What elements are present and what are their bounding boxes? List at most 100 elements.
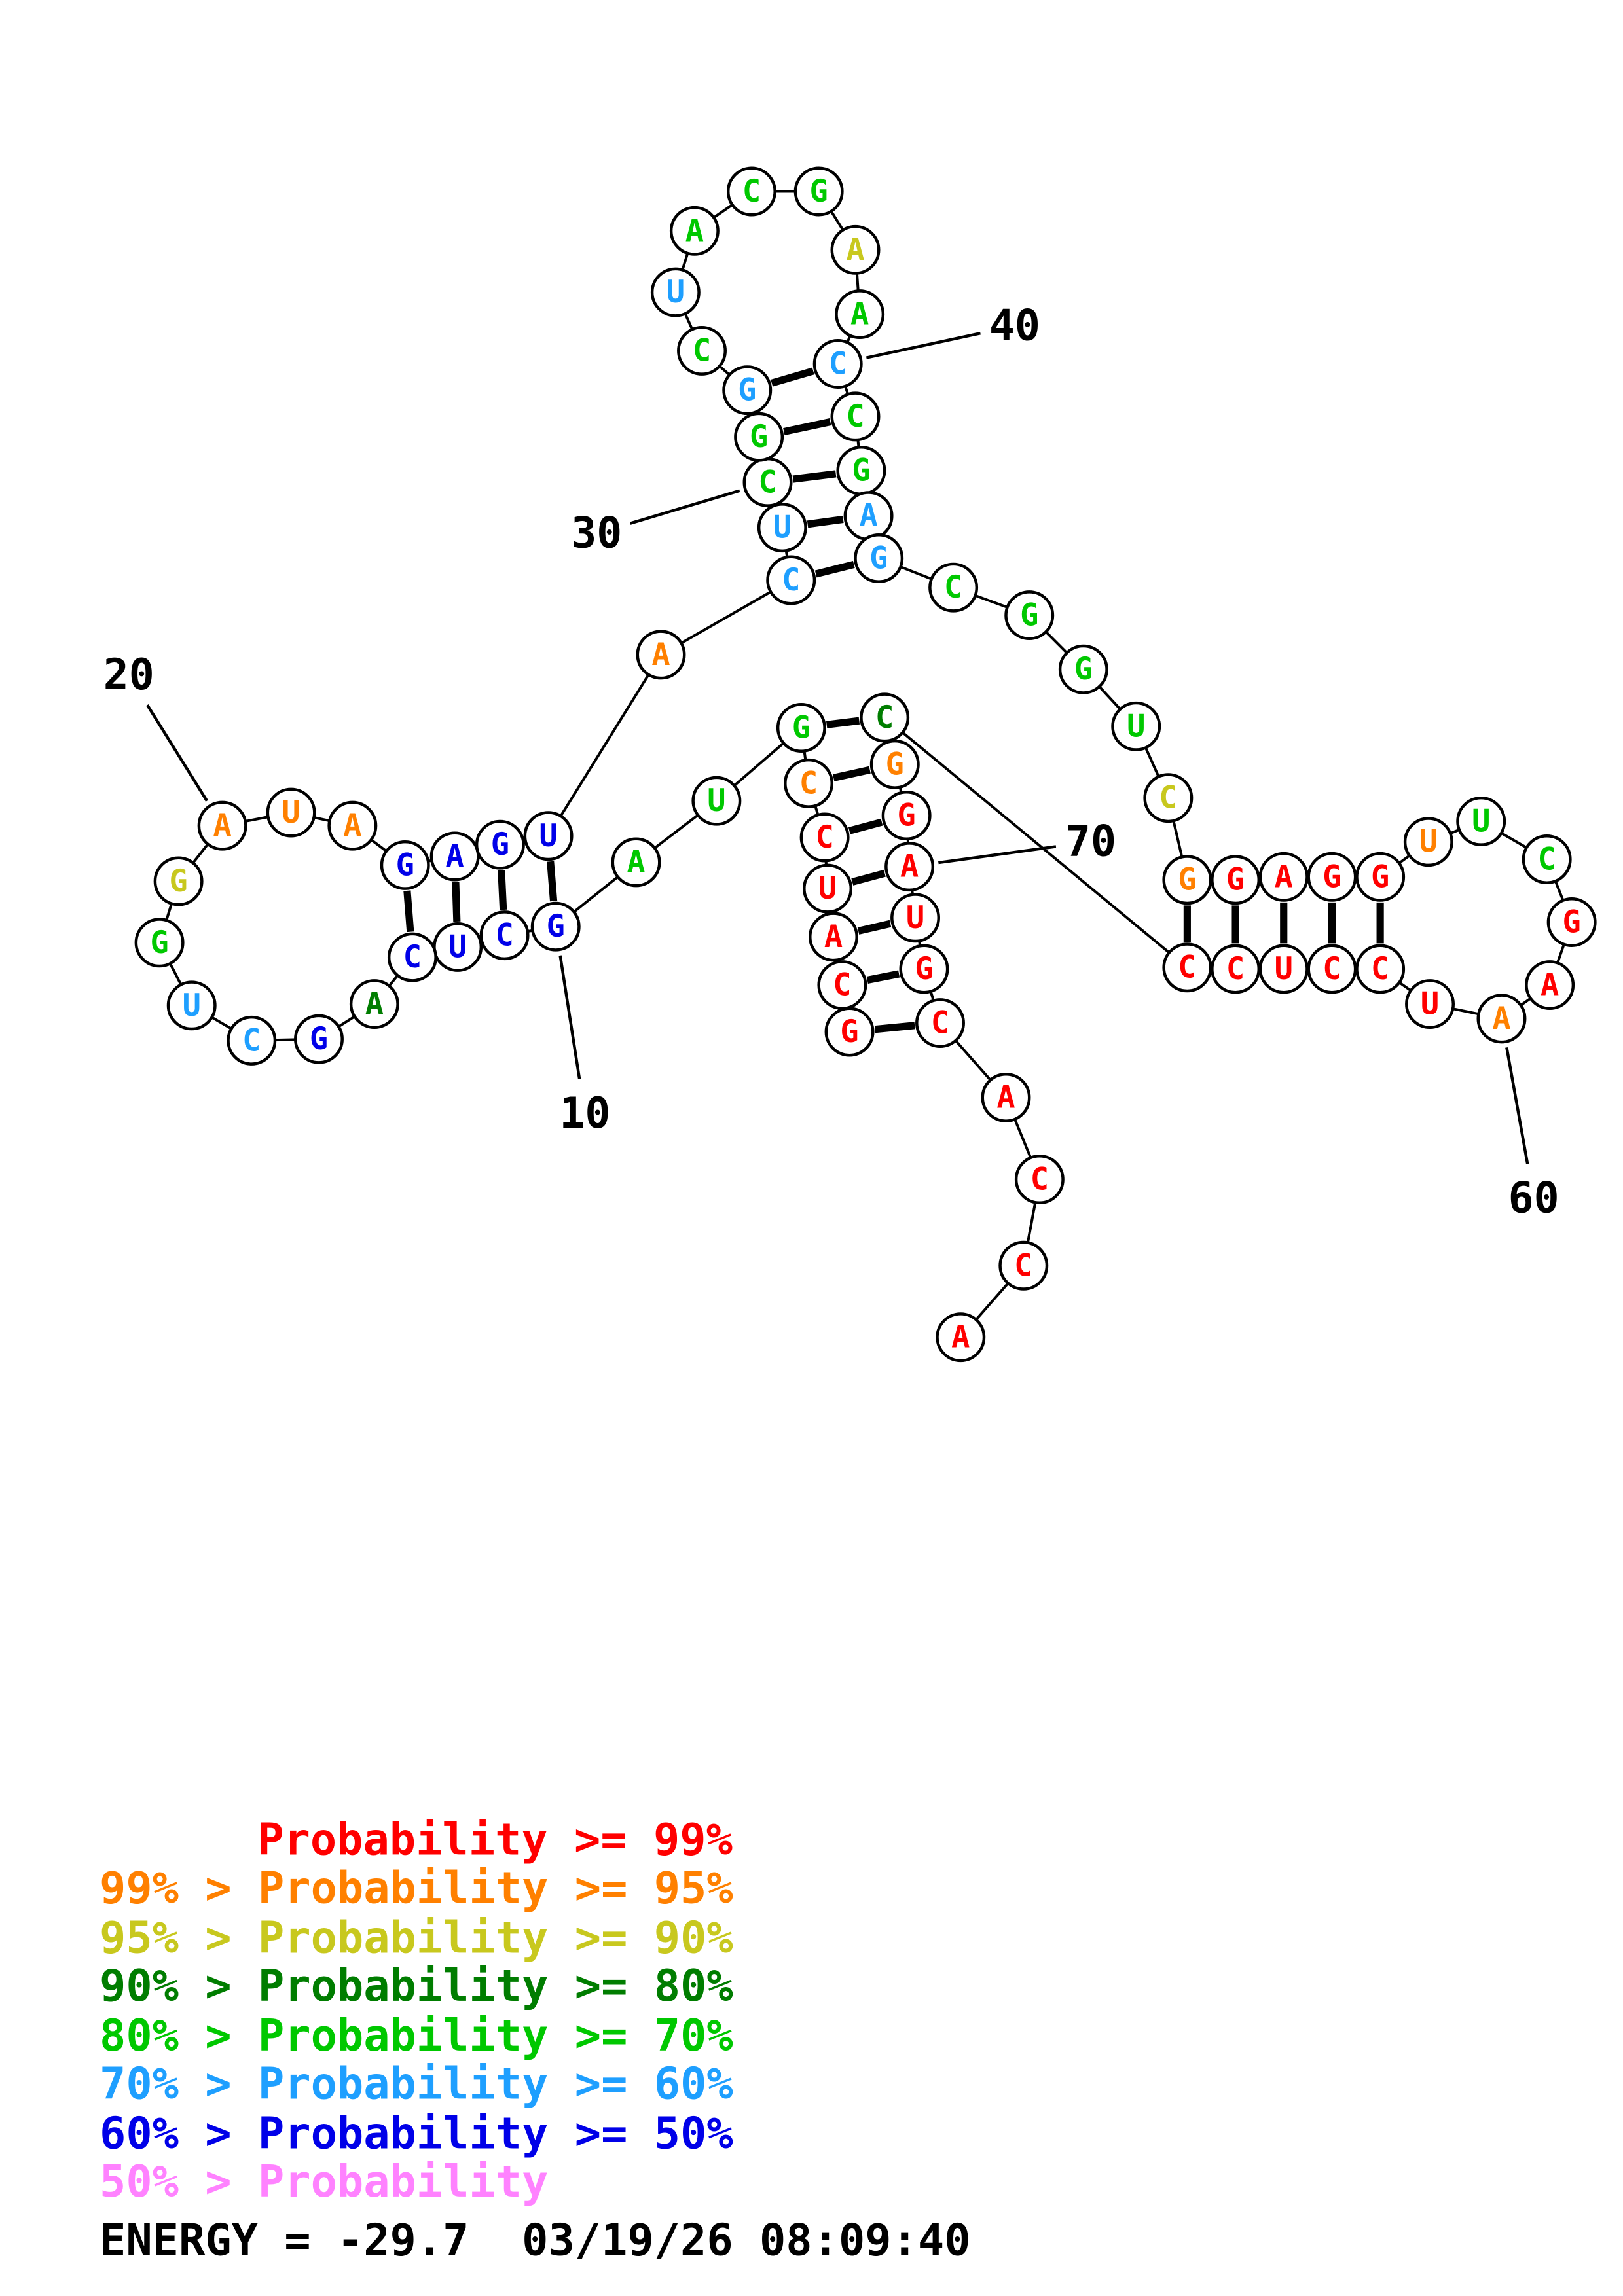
nucleotide-circle xyxy=(636,630,686,680)
nucleotide-G42: G xyxy=(836,446,886,495)
bond-10-26 xyxy=(547,861,558,902)
nucleotide-G7: G xyxy=(776,703,826,753)
nucleotide-base-letter: C xyxy=(1226,951,1245,987)
nucleotide-base-letter: G xyxy=(170,863,188,899)
nucleotide-C76: C xyxy=(998,1240,1049,1291)
nucleotide-circle xyxy=(1004,590,1055,641)
nucleotide-C11: C xyxy=(479,910,530,961)
position-leader-line xyxy=(938,845,1057,865)
nucleotide-circle xyxy=(1456,796,1506,846)
nucleotide-circle xyxy=(1162,942,1213,993)
nucleotide-base-letter: A xyxy=(365,986,384,1022)
nucleotide-C41: C xyxy=(830,391,881,442)
nucleotide-base-letter: U xyxy=(539,818,557,854)
nucleotide-base-letter: C xyxy=(1014,1247,1032,1283)
nucleotide-U55: U xyxy=(1403,817,1453,867)
nucleotide-C16: C xyxy=(227,1015,277,1066)
nucleotide-U71: U xyxy=(890,893,941,943)
nucleotide-base-letter: U xyxy=(1419,824,1438,860)
nucleotide-circle xyxy=(530,901,581,952)
legend-line-p95: 99% > Probability >= 95% xyxy=(100,1862,733,1913)
legend-line-p70: 80% > Probability >= 70% xyxy=(100,2010,733,2061)
nucleotide-circle xyxy=(523,811,574,861)
nucleotide-U17: U xyxy=(166,980,217,1031)
nucleotide-circle xyxy=(1211,855,1261,905)
base-pair-bonds xyxy=(403,367,1384,1033)
nucleotide-C5: C xyxy=(799,812,850,863)
nucleotide-C40: C xyxy=(812,339,863,389)
nucleotide-circle xyxy=(1058,644,1108,694)
nucleotide-base-letter: U xyxy=(666,274,685,310)
nucleotide-C33: C xyxy=(677,325,727,376)
bond-32-40 xyxy=(771,367,814,387)
nucleotide-circle xyxy=(134,918,185,968)
nucleotide-U21: U xyxy=(266,787,316,838)
nucleotide-base-letter: A xyxy=(1541,967,1559,1003)
nucleotide-C57: C xyxy=(1522,834,1572,884)
bond-29-43 xyxy=(807,515,844,528)
nucleotide-U29: U xyxy=(757,503,807,553)
nucleotide-base-letter: G xyxy=(738,372,756,408)
nucleotide-base-letter: U xyxy=(448,929,467,965)
nucleotide-base-letter: G xyxy=(886,746,904,782)
nucleotide-A60: A xyxy=(1476,994,1527,1044)
nucleotide-C45: C xyxy=(928,562,979,613)
bond-11-25 xyxy=(498,870,507,910)
nucleotide-base-letter: C xyxy=(815,819,833,855)
nucleotide-G1: G xyxy=(824,1007,875,1057)
nucleotide-G46: G xyxy=(1004,590,1055,641)
nucleotide-base-letter: C xyxy=(1538,841,1556,877)
backbone xyxy=(158,190,1573,1338)
nucleotide-circle xyxy=(266,787,316,838)
nucleotide-C2: C xyxy=(817,960,867,1010)
nucleotide-circle xyxy=(349,979,399,1030)
nucleotide-A3: A xyxy=(809,912,858,962)
nucleotide-base-letter: C xyxy=(693,332,711,368)
nucleotide-G47: G xyxy=(1058,644,1108,694)
position-leader-line xyxy=(146,704,208,802)
nucleotide-base-letter: A xyxy=(1492,1001,1510,1037)
nucleotide-G53: G xyxy=(1307,852,1357,902)
bond-5-69 xyxy=(848,818,883,834)
nucleotide-circle xyxy=(998,1240,1049,1291)
nucleotide-C28: C xyxy=(766,555,816,605)
nucleotide-base-letter: U xyxy=(707,783,725,819)
bond-6-68 xyxy=(832,766,871,781)
position-label-10: 10 xyxy=(559,1089,610,1138)
nucleotide-base-letter: U xyxy=(818,870,837,906)
nucleotide-base-letter: G xyxy=(840,1014,858,1050)
nucleotide-base-letter: C xyxy=(1371,951,1389,987)
nucleotide-base-letter: U xyxy=(1275,951,1293,987)
nucleotide-U48: U xyxy=(1111,701,1161,751)
bond-30-42 xyxy=(792,470,837,483)
nucleotide-base-letter: A xyxy=(651,637,670,673)
nucleotide-U56: U xyxy=(1456,796,1506,846)
position-label-30: 30 xyxy=(571,509,622,558)
nucleotide-base-letter: C xyxy=(403,939,422,975)
nucleotide-C73: C xyxy=(915,998,965,1049)
nucleotide-base-letter: G xyxy=(547,908,565,944)
nucleotide-base-letter: A xyxy=(1275,859,1293,895)
nucleotide-circle xyxy=(327,800,378,851)
nucleotide-G18: G xyxy=(134,918,185,968)
nucleotide-A14: A xyxy=(349,979,399,1030)
nucleotide-circle xyxy=(1211,944,1261,994)
position-leader-line xyxy=(1505,1047,1529,1164)
position-leader-line xyxy=(558,955,581,1079)
bond-28-44 xyxy=(814,561,855,578)
nucleotide-base-letter: U xyxy=(773,510,792,546)
nucleotide-circle xyxy=(884,842,935,892)
nucleotide-circle xyxy=(294,1014,344,1064)
nucleotide-U34: U xyxy=(650,267,701,317)
nucleotide-circle xyxy=(722,365,773,416)
nucleotide-circle xyxy=(227,1015,277,1066)
nucleotide-circle xyxy=(166,980,217,1031)
nucleotide-circle xyxy=(1525,960,1575,1010)
nucleotide-base-letter: C xyxy=(1030,1162,1049,1198)
nucleotide-base-letter: G xyxy=(1563,905,1581,941)
nucleotide-C49: C xyxy=(1143,773,1194,823)
nucleotide-A9: A xyxy=(611,837,661,888)
nucleotide-base-letter: A xyxy=(900,849,919,885)
nucleotide-base-letter: C xyxy=(846,399,864,435)
